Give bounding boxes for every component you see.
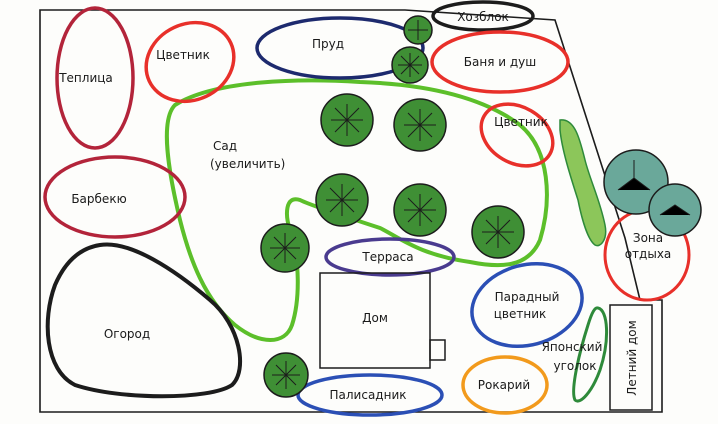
tree-icon: [393, 183, 447, 237]
flowerbed-right-zone: [479, 102, 555, 168]
label-front-flowerbed-line1: Парадный: [495, 290, 560, 304]
label-japanese-line1: Японский: [542, 340, 603, 354]
tree-icon: [471, 205, 525, 259]
flowerbed-top-zone: [144, 20, 236, 104]
bbq-zone: [43, 155, 187, 239]
greenhouse-zone: [55, 6, 135, 150]
label-vegetable-garden: Огород: [104, 327, 150, 341]
tree-icon: [391, 46, 429, 84]
label-summer-house: Летний дом: [625, 320, 639, 395]
label-pond: Пруд: [312, 37, 344, 51]
label-japanese-line2: уголок: [553, 359, 596, 373]
japanese-corner-zone: [572, 306, 609, 403]
vegetable-garden-zone: [45, 242, 243, 399]
house: [319, 272, 431, 369]
label-utility-block: Хозблок: [457, 10, 509, 24]
label-flowerbed-right: Цветник: [494, 115, 548, 129]
front-garden-zone: [296, 373, 444, 417]
house-porch: [429, 339, 446, 361]
label-greenhouse: Теплица: [58, 71, 113, 85]
tree-icon: [648, 183, 702, 237]
tree-icon: [260, 223, 310, 273]
terrace-zone: [324, 237, 456, 277]
label-rockery: Рокарий: [478, 378, 530, 392]
pond-zone: [255, 16, 425, 80]
label-garden-line2: (увеличить): [210, 157, 285, 171]
label-flowerbed-top: Цветник: [156, 48, 210, 62]
label-recreation-line2: отдыха: [625, 247, 672, 261]
tree-icon: [320, 93, 374, 147]
tree-icon: [403, 15, 433, 45]
label-house: Дом: [362, 311, 388, 325]
label-front-garden: Палисадник: [330, 388, 407, 402]
label-bath-shower: Баня и душ: [464, 55, 536, 69]
tree-icon: [393, 98, 447, 152]
label-bbq: Барбекю: [71, 192, 126, 206]
front-flowerbed-zone: [470, 261, 584, 349]
rockery-zone: [461, 355, 549, 415]
label-recreation-line1: Зона: [633, 231, 663, 245]
tree-icon: [263, 352, 309, 398]
tree-icon: [315, 173, 369, 227]
summer-house: [609, 304, 653, 411]
label-terrace: Терраса: [361, 250, 413, 264]
label-garden-line1: Сад: [213, 139, 237, 153]
bath-shower-zone: [430, 30, 570, 94]
utility-block-zone: [431, 0, 535, 32]
label-front-flowerbed-line2: цветник: [494, 307, 547, 321]
hedge: [559, 119, 607, 247]
